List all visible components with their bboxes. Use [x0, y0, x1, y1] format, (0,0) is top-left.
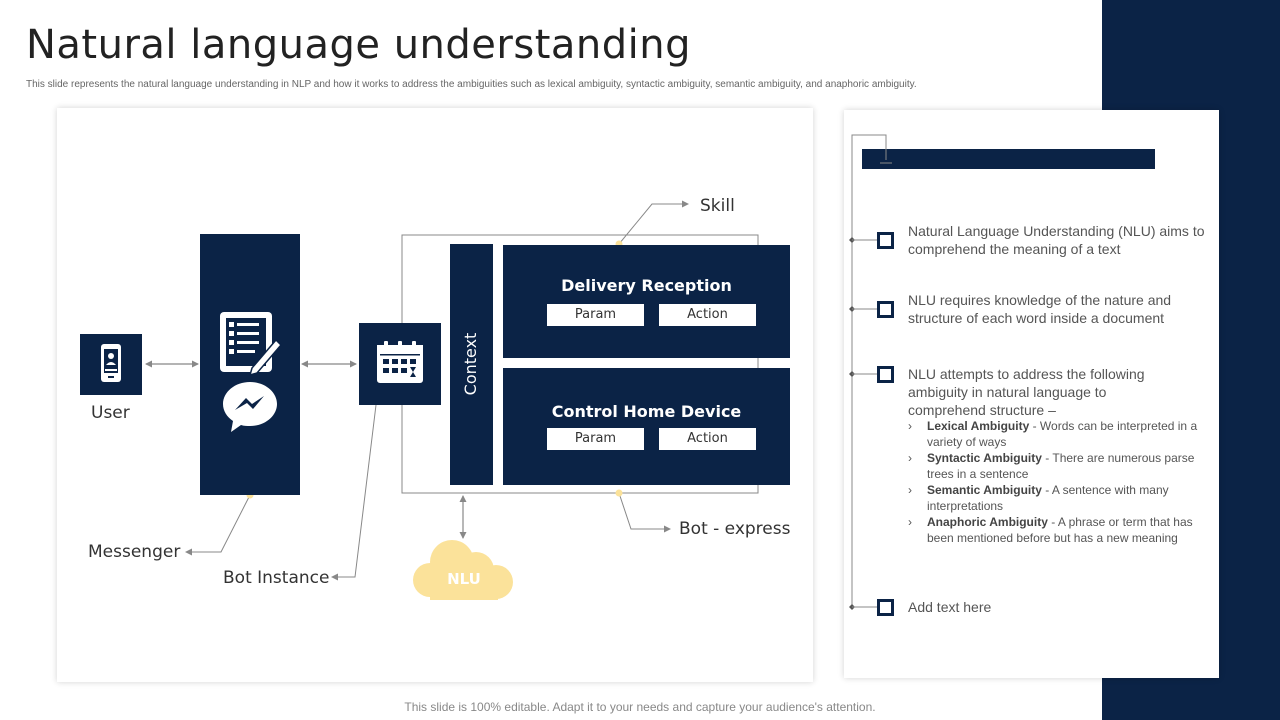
bot-express-callout-dot [615, 489, 623, 497]
ambiguity-term: Semantic Ambiguity [927, 483, 1042, 497]
bot-express-label: Bot - express [679, 519, 791, 539]
context-label: Context [461, 332, 480, 396]
bot-instance-callout-line [331, 404, 377, 581]
ambiguity-item: › Syntactic Ambiguity - There are numero… [908, 450, 1203, 482]
ambiguity-term: Syntactic Ambiguity [927, 451, 1042, 465]
page-title: Natural language understanding [26, 22, 691, 68]
ambiguity-item: › Semantic Ambiguity - A sentence with m… [908, 482, 1203, 514]
ambiguity-item: › Anaphoric Ambiguity - A phrase or term… [908, 514, 1203, 562]
action-chip: Action [659, 304, 756, 326]
ambiguity-term: Lexical Ambiguity [927, 419, 1030, 433]
ambiguity-term: Anaphoric Ambiguity [927, 515, 1048, 529]
user-box [80, 334, 142, 395]
messenger-callout-line [185, 494, 251, 556]
ambiguity-desc: - A sentence with many interpretations [927, 483, 1169, 513]
skill-title: Delivery Reception [561, 276, 732, 295]
skill-title: Control Home Device [551, 402, 742, 421]
bullet-square-icon [877, 232, 894, 249]
bullet-square-icon [877, 301, 894, 318]
skill-label: Skill [700, 196, 735, 216]
info-header-bar [862, 149, 1155, 169]
ambiguity-desc: - There are numerous parse trees in a se… [927, 451, 1195, 481]
skill-card: Delivery Reception Param Action [503, 245, 790, 358]
chevron-right-icon: › [908, 483, 912, 497]
action-chip: Action [659, 428, 756, 450]
param-chip: Param [547, 428, 644, 450]
ambiguity-desc: - Words can be interpreted in a variety … [927, 419, 1198, 449]
user-label: User [91, 403, 130, 423]
document-pencil-icon [220, 312, 283, 377]
nlu-cloud-icon [413, 540, 513, 600]
bot-instance-box [359, 323, 441, 405]
nlu-label: NLU [447, 570, 481, 588]
param-chip: Param [547, 304, 644, 326]
bot-express-callout-line [618, 492, 671, 533]
info-panel [844, 110, 1219, 678]
ambiguity-item: › Lexical Ambiguity - Words can be inter… [908, 418, 1203, 450]
chevron-right-icon: › [908, 515, 912, 529]
ambiguity-desc: - A phrase or term that has been mention… [927, 515, 1193, 545]
context-bar: Context [450, 244, 493, 485]
info-item: NLU requires knowledge of the nature and… [908, 292, 1172, 326]
messenger-label: Messenger [88, 542, 181, 562]
page-subtitle: This slide represents the natural langua… [26, 79, 917, 90]
info-item: Natural Language Understanding (NLU) aim… [908, 223, 1205, 257]
skill-card: Control Home Device Param Action [503, 368, 790, 485]
chevron-right-icon: › [908, 419, 912, 433]
messenger-icon [223, 382, 277, 432]
phone-icon [101, 344, 121, 382]
info-timeline [849, 134, 892, 610]
info-item: Add text here [908, 599, 992, 615]
skill-callout-line [618, 200, 689, 245]
chevron-right-icon: › [908, 451, 912, 465]
info-item: NLU attempts to address the following am… [908, 366, 1145, 418]
calendar-icon [377, 341, 423, 383]
messenger-box [200, 234, 300, 495]
bot-instance-label: Bot Instance [223, 568, 330, 588]
footer-note: This slide is 100% editable. Adapt it to… [404, 700, 876, 714]
bullet-square-icon [877, 599, 894, 616]
bullet-square-icon [877, 366, 894, 383]
